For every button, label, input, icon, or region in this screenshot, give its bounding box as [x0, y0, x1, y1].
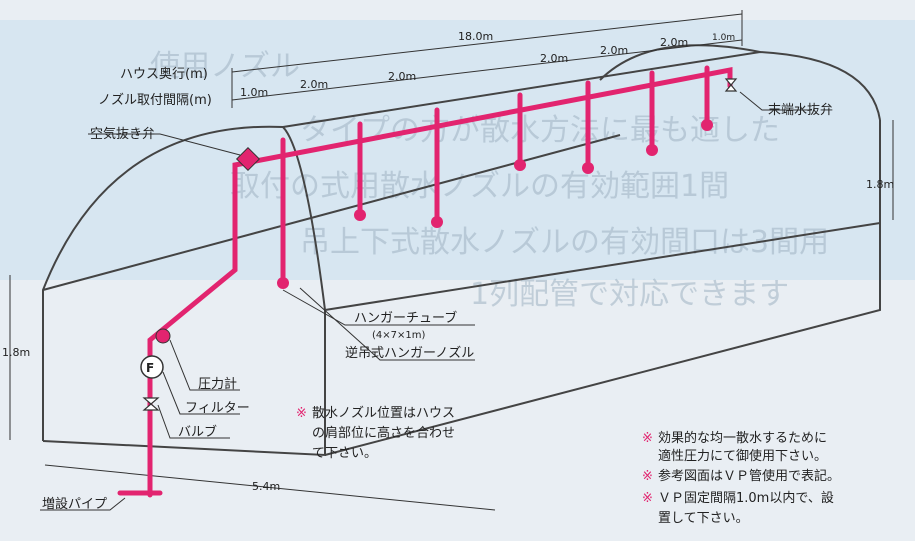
leader-valve: [157, 404, 230, 439]
background-line-2: 取付の式用散水ノズルの有効範囲1間: [230, 169, 729, 204]
dim-seg-7: 1.0m: [712, 33, 735, 43]
label-filter: フィルター: [185, 401, 250, 416]
dimension-lines: [9, 10, 894, 511]
house-depth-label: ハウス奥行(m): [120, 67, 208, 82]
nozzle-1: [277, 277, 289, 289]
note-1-mark: ※: [642, 431, 653, 446]
back-arch: [599, 44, 761, 81]
label-air-vent: 空気抜き弁: [90, 126, 155, 142]
dim-line-total: [231, 13, 743, 73]
right-eave-line: [324, 222, 881, 311]
background-line-4: 1列配管で対応できます: [470, 277, 789, 312]
center-note-mark: ※: [296, 406, 307, 421]
leader-end-drain: [739, 91, 812, 111]
center-note-line-3: て下さい。: [312, 446, 377, 461]
note-3-line-2: 置して下さい。: [658, 511, 749, 526]
label-hanger-tube: ハンガーチューブ: [354, 310, 457, 326]
nozzle-2: [354, 209, 366, 221]
filter-icon: [140, 355, 164, 379]
dim-seg-6: 2.0m: [660, 36, 688, 49]
dim-seg-1: 1.0m: [240, 86, 268, 99]
leader-extension-pipe: [40, 497, 126, 511]
background-title: 使用ノズル: [150, 49, 300, 84]
background-line-3: 吊上下式散水ノズルの有効間口は3間用: [300, 225, 829, 260]
valve-icon: [142, 397, 160, 411]
label-extension-pipe: 増設パイプ: [42, 496, 107, 512]
note-2-mark: ※: [642, 469, 653, 484]
dim-total-label: 18.0m: [458, 30, 493, 43]
end-drain-valve-icon: [724, 78, 738, 92]
leader-filter: [162, 371, 240, 415]
callout-labels: 空気抜き弁 末端水抜弁 ハンガーチューブ (4×7×1m) 逆吊式ハンガーノズル…: [42, 102, 833, 512]
nozzles: [277, 119, 713, 289]
greenhouse-frame: [42, 44, 881, 457]
dim-seg-5: 2.0m: [600, 44, 628, 57]
end-drain-valve-shape: [724, 78, 738, 92]
air-vent-valve-icon: [235, 146, 261, 172]
dim-height-left-label: 1.8m: [2, 346, 30, 359]
nozzle-spacing-label: ノズル取付間隔(m): [98, 92, 212, 108]
label-end-drain: 末端水抜弁: [768, 102, 833, 118]
nozzle-3: [431, 216, 443, 228]
background-line-1: タイプの方が散水方法に最も適した: [300, 113, 780, 148]
dim-width-label: 5.4m: [252, 480, 280, 493]
center-note-line-2: の肩部位に高さを合わせ: [312, 425, 455, 441]
leader-air-vent: [88, 133, 241, 156]
background-band: [0, 20, 915, 280]
leader-nozzle: [299, 287, 475, 361]
dim-width: [44, 464, 496, 511]
pressure-gauge-icon: [155, 328, 171, 344]
dim-line-segments: [231, 39, 743, 101]
note-3-line-1: ＶＰ固定間隔1.0m以内で、設: [658, 490, 834, 506]
filter-symbol: F: [146, 361, 154, 375]
dim-height-right-label: 1.8m: [866, 178, 894, 191]
background-text: 使用ノズル タイプの方が散水方法に最も適した 取付の式用散水ノズルの有効範囲1間…: [150, 49, 829, 312]
label-pressure-gauge: 圧力計: [198, 376, 237, 392]
note-2-line-1: 参考図面はＶＰ管使用で表記。: [658, 468, 840, 484]
dim-seg-3: 2.0m: [388, 70, 416, 83]
bottom-notes: ※ 効果的な均一散水するために 適性圧力にて御使用下さい。 ※ 参考図面はＶＰ管…: [642, 430, 840, 526]
center-note-line-1: 散水ノズル位置はハウス: [312, 405, 455, 421]
nozzle-6: [646, 144, 658, 156]
note-1-line-1: 効果的な均一散水するために: [658, 430, 827, 446]
note-3-mark: ※: [642, 491, 653, 506]
front-arch: [42, 125, 284, 441]
leader-pressure-gauge: [169, 339, 240, 391]
right-ground-line: [324, 120, 881, 456]
dimension-labels: 18.0m 1.0m 2.0m 2.0m 2.0m 2.0m 2.0m 1.0m…: [2, 30, 894, 493]
nozzle-4: [514, 159, 526, 171]
label-valve: バルブ: [178, 424, 217, 440]
label-inverted-nozzle: 逆吊式ハンガーノズル: [345, 345, 474, 361]
dim-seg-2: 2.0m: [300, 78, 328, 91]
note-1-line-2: 適性圧力にて御使用下さい。: [658, 448, 827, 464]
nozzle-7: [701, 119, 713, 131]
dim-seg-4: 2.0m: [540, 52, 568, 65]
ridge-line: [282, 50, 881, 128]
center-note: ※ 散水ノズル位置はハウス の肩部位に高さを合わせ て下さい。: [296, 405, 455, 461]
nozzle-5: [582, 162, 594, 174]
leader-hanger-tube: [282, 289, 475, 326]
leader-lines: [40, 91, 812, 511]
label-hanger-tube-spec: (4×7×1m): [372, 330, 425, 341]
